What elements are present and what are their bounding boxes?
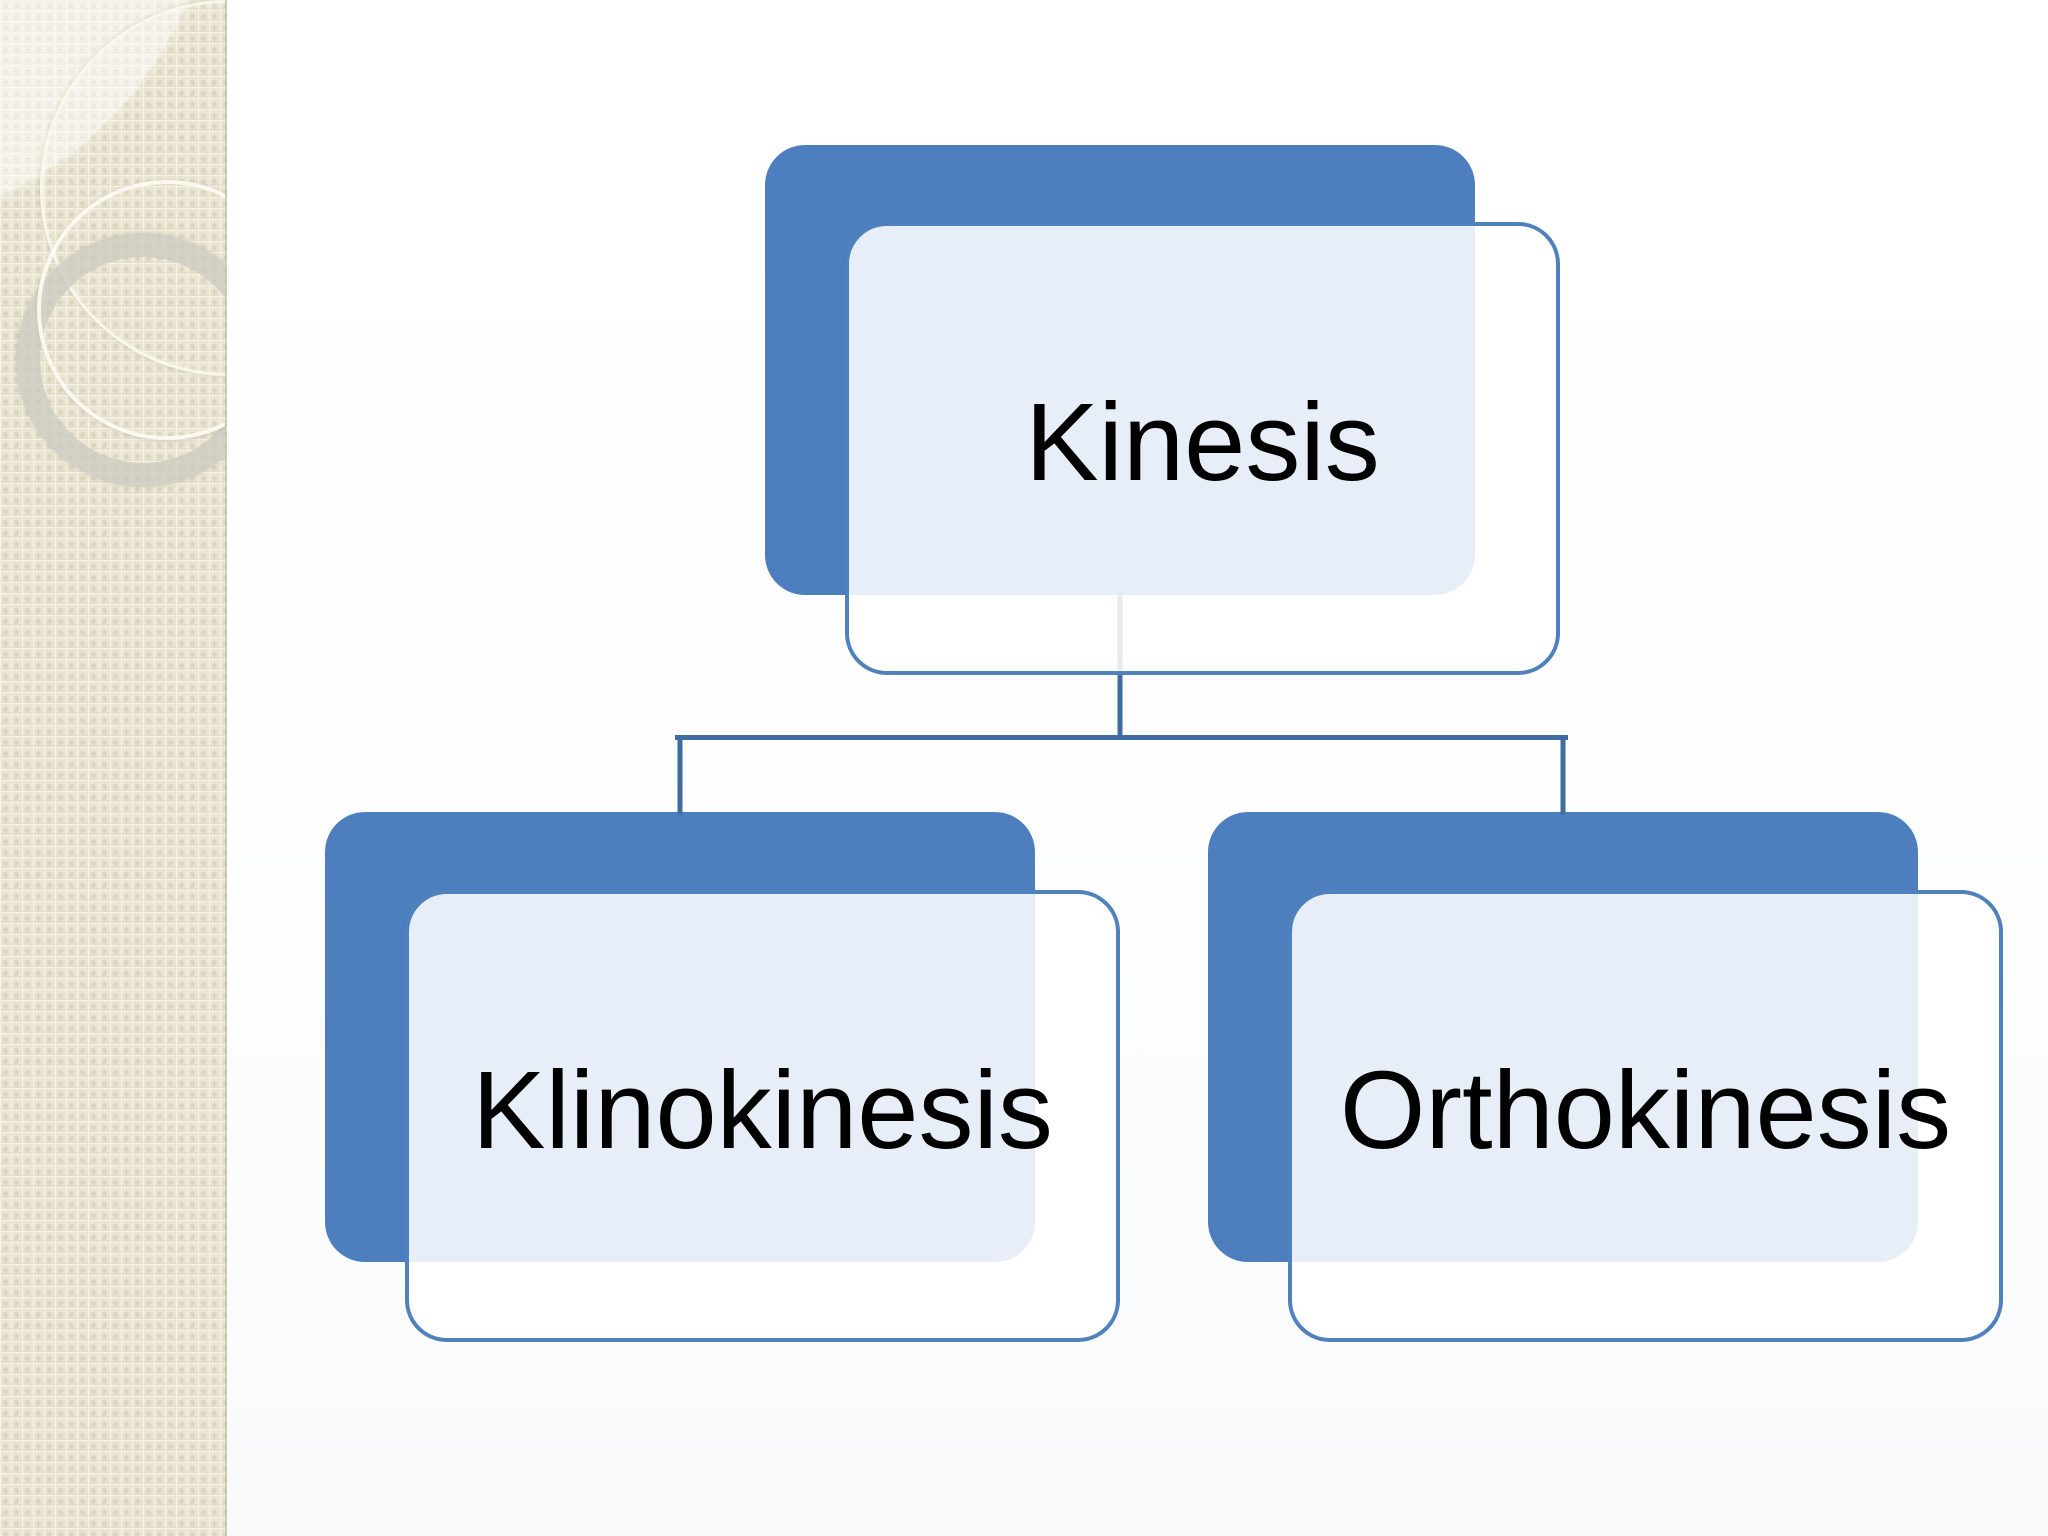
node-klinokinesis[interactable]: Klinokinesis <box>405 890 1120 1342</box>
node-orthokinesis-label: Orthokinesis <box>1339 1048 1952 1172</box>
node-orthokinesis[interactable]: Orthokinesis <box>1288 890 2003 1342</box>
node-klinokinesis-label: Klinokinesis <box>472 1048 1053 1172</box>
node-kinesis[interactable]: Kinesis <box>845 222 1560 675</box>
node-kinesis-label: Kinesis <box>1025 381 1380 504</box>
sidebar-decoration <box>0 0 227 1536</box>
